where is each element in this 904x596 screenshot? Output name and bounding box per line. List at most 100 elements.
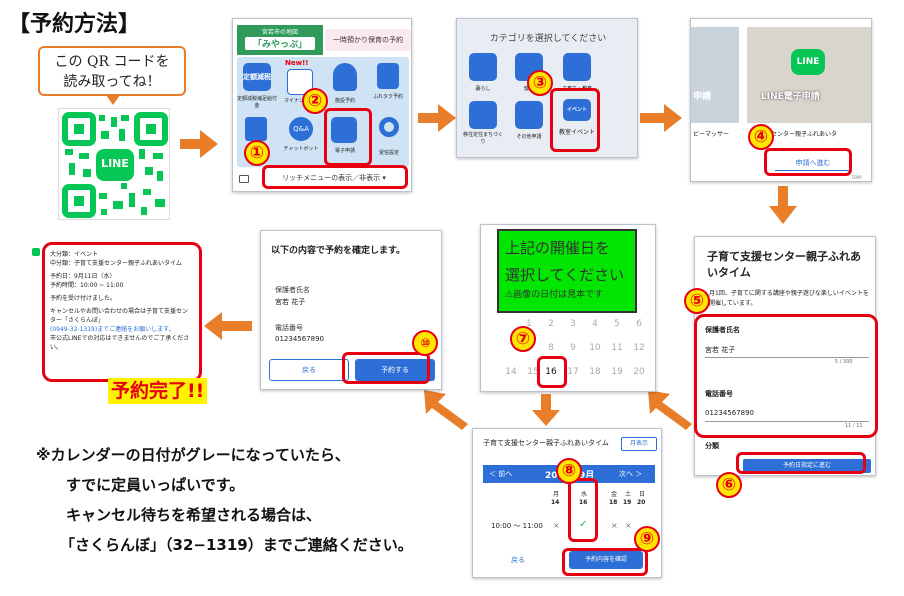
step-5-badge: ⑤ xyxy=(684,288,710,314)
childcare-category[interactable] xyxy=(563,53,591,81)
next-to-date-button[interactable]: 予約日指定に進む xyxy=(743,459,871,473)
step-4-badge: ④ xyxy=(748,124,774,150)
phone-field[interactable]: 01234567890 xyxy=(705,409,754,417)
e-application-icon[interactable] xyxy=(331,117,357,143)
e-application-label: 電子申請 xyxy=(334,148,355,154)
confirm-title: 以下の内容で予約を確定します。 xyxy=(271,246,406,256)
menu-toggle[interactable]: リッチメニューの表示／非表示 ▾ xyxy=(282,174,386,182)
note-line-4: 「さくらんぼ」（32−1319）までご連絡ください。 xyxy=(60,536,413,554)
confirm-content-button[interactable]: 予約内容を確認 xyxy=(569,551,643,569)
slot-unavailable: × xyxy=(553,521,560,530)
step-8-badge: ⑧ xyxy=(556,458,582,484)
day-label: 月 xyxy=(553,491,560,498)
back-button[interactable]: 戻る xyxy=(511,556,525,564)
step-2-badge: ② xyxy=(302,88,328,114)
photo-label: LINE電子申請 xyxy=(761,92,820,102)
confirm-phone-value: 01234567890 xyxy=(275,335,324,343)
arrow-shaft xyxy=(541,394,551,412)
map-banner[interactable]: 宮若市の地図 「みやっぷ」 xyxy=(237,25,323,55)
category-header: カテゴリを選択してください xyxy=(489,34,607,44)
cal-date: 15 xyxy=(527,367,539,377)
arrow-shaft xyxy=(778,186,788,208)
cal-date: 11 xyxy=(611,343,623,353)
cal-date: 20 xyxy=(633,367,645,377)
arrow-down-icon xyxy=(769,206,797,224)
event-category[interactable]: イベント xyxy=(563,99,591,121)
chatbot-icon[interactable]: Q&A xyxy=(289,117,313,141)
living-label: 暮らし xyxy=(475,86,491,92)
confirm-name-value: 宮若 花子 xyxy=(275,298,306,306)
cal-date: 14 xyxy=(505,367,517,377)
event-label: 教室イベント xyxy=(558,129,595,136)
bus-icon[interactable] xyxy=(377,63,399,89)
apply-button[interactable]: 申請へ進む xyxy=(775,155,851,171)
highlight-selected-slot xyxy=(568,478,598,542)
living-category[interactable] xyxy=(469,53,497,81)
gear-icon[interactable] xyxy=(379,117,399,137)
keyboard-icon[interactable] xyxy=(239,175,249,183)
trash-icon[interactable] xyxy=(245,117,267,141)
date-label: 14 xyxy=(551,499,560,506)
tax-reduction-tile[interactable]: 定額減税 xyxy=(243,63,271,91)
message-line: 予約時間：10:00 ~ 11:00 xyxy=(50,282,124,289)
line-application-panel: 申請 LINE LINE電子申請 ビーマッサー 援センター親子ふれあいタ 申請へ… xyxy=(690,18,872,182)
facility-calendar-icon[interactable] xyxy=(333,63,357,91)
other-category[interactable] xyxy=(515,101,543,129)
arrow-diagonal-icon xyxy=(648,390,692,430)
cal-date: 4 xyxy=(592,319,598,329)
message-line: (0949-32-1319)までご連絡をお願いします。 xyxy=(50,326,175,333)
date-label: 16 xyxy=(579,499,588,506)
highlight-message xyxy=(42,242,202,382)
left-photo-label: 申請 xyxy=(693,92,712,102)
highlight-reserve-button xyxy=(342,352,430,384)
phone-underline xyxy=(705,421,869,422)
qr-logo-text: LINE xyxy=(101,157,129,170)
reserve-button[interactable]: 予約する xyxy=(355,359,435,381)
phone-label: 電話番号 xyxy=(705,390,733,398)
day-label: 日 xyxy=(639,491,646,498)
confirm-back-button[interactable]: 戻る xyxy=(269,359,349,381)
highlight-next-button xyxy=(736,452,866,474)
highlight-confirm-button xyxy=(562,548,648,576)
settings-label: 受信設定 xyxy=(378,150,399,156)
childcare-tab[interactable]: 一時預かり保育の予約 xyxy=(325,29,411,51)
time-slot-label: 10:00 〜 11:00 xyxy=(491,522,543,530)
migration-category[interactable] xyxy=(469,101,497,129)
qr-code[interactable]: LINE xyxy=(58,108,170,220)
slot-available[interactable]: ✓ xyxy=(579,519,588,530)
form-desc: 月1回、子育てに関する講座や親子遊びな楽しいイベントを開催しています。 xyxy=(709,290,869,307)
notice-line-2: 選択してください xyxy=(505,266,625,284)
highlight-menu-toggle xyxy=(262,165,408,189)
map-banner-sub: 宮若市の地図 xyxy=(261,29,298,36)
cal-date: 6 xyxy=(636,319,642,329)
mynumber-label: マイナンバー xyxy=(284,98,314,104)
day-label: 水 xyxy=(581,491,588,498)
cal-date: 18 xyxy=(589,367,601,377)
highlight-form-fields xyxy=(694,314,878,438)
confirm-panel: 以下の内容で予約を確定します。 保護者氏名 宮若 花子 電話番号 0123456… xyxy=(260,230,442,390)
highlight-apply xyxy=(764,148,852,176)
prev-button[interactable]: ＜ 前へ xyxy=(489,470,513,478)
message-line: 大分類：イベント xyxy=(50,251,99,258)
arrow-right-icon xyxy=(438,104,456,132)
qr-pattern xyxy=(62,112,168,218)
date-label: 19 xyxy=(623,499,632,506)
main-photo xyxy=(747,27,871,123)
cal-date-selected[interactable]: 16 xyxy=(545,367,557,377)
month-view-button[interactable]: 月表示 xyxy=(621,437,657,451)
arrow-shaft xyxy=(222,321,252,331)
bubble-line-2: 読み取ってね！ xyxy=(63,74,161,90)
note-line-3: キャンセル待ちを希望される場合は、 xyxy=(66,506,322,524)
cal-date: 9 xyxy=(570,343,576,353)
next-button[interactable]: 次へ ＞ xyxy=(619,470,643,478)
name-field[interactable]: 宮若 花子 xyxy=(705,346,736,354)
card-title: 援センター親子ふれあいタ xyxy=(765,131,838,138)
cal-date: 5 xyxy=(614,319,620,329)
cal-date: 3 xyxy=(570,319,576,329)
other-label: その他申請 xyxy=(516,134,542,140)
cal-date: 1 xyxy=(526,319,532,329)
confirm-phone-label: 電話番号 xyxy=(275,324,303,332)
step-1-badge: ① xyxy=(244,140,270,166)
arrow-shaft xyxy=(640,113,666,123)
name-count: 5 / 300 xyxy=(835,359,853,365)
